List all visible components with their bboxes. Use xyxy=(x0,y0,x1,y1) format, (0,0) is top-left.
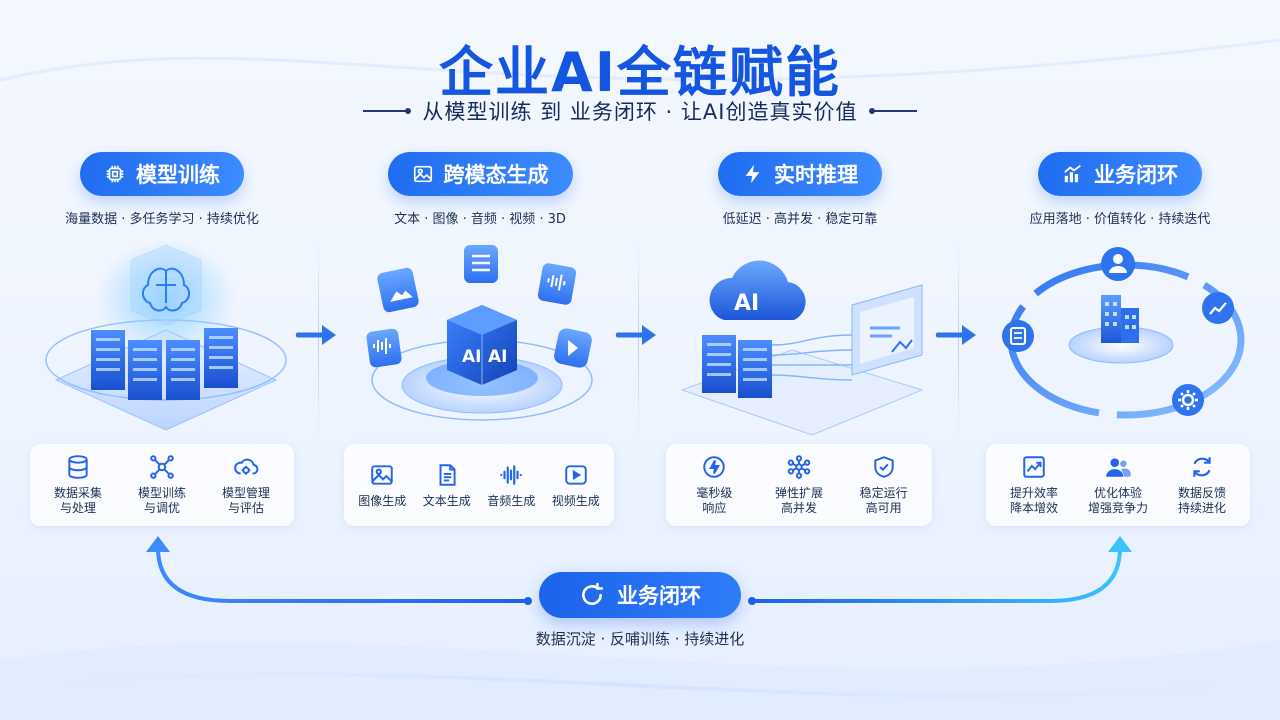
feature-label: 文本生成 xyxy=(422,493,471,508)
loop-icon xyxy=(582,582,604,606)
feature-item[interactable]: 模型管理 与评估 xyxy=(206,454,286,516)
document-icon xyxy=(439,463,456,486)
stage-business-loop: 业务闭环 应用落地 · 价值转化 · 持续迭代 xyxy=(990,152,1250,227)
feature-item[interactable]: 音频生成 xyxy=(480,462,542,509)
feature-label: 弹性扩展 高并发 xyxy=(774,486,823,515)
users-icon xyxy=(1106,458,1131,477)
feature-label: 视频生成 xyxy=(551,493,600,508)
network-nodes-icon xyxy=(150,455,174,479)
subtitle: 从模型训练 到 业务闭环 · 让AI创造真实价值 xyxy=(422,100,858,124)
feature-label: 数据反馈 持续进化 xyxy=(1177,486,1226,515)
stage-tags: 文本 · 图像 · 音频 · 视频 · 3D xyxy=(394,212,566,227)
feature-item[interactable]: 数据反馈 持续进化 xyxy=(1162,454,1242,516)
flow-arrow-right-icon xyxy=(296,325,336,345)
stage-tags: 海量数据 · 多任务学习 · 持续优化 xyxy=(65,212,259,227)
feature-label: 毫秒级 响应 xyxy=(696,486,733,515)
feature-label: 图像生成 xyxy=(358,493,407,508)
ai-cube-illustration: AI AI xyxy=(366,245,593,421)
cube-text-left: AI xyxy=(462,347,481,367)
feature-item[interactable]: 模型训练 与调优 xyxy=(122,454,202,516)
stage-cross-modal: 跨模态生成 文本 · 图像 · 音频 · 视频 · 3D xyxy=(350,152,610,227)
video-play-icon xyxy=(565,464,587,485)
waveform-icon xyxy=(500,464,523,485)
bottom-loop-pill[interactable]: 业务闭环 xyxy=(539,572,741,618)
stage-separator xyxy=(958,240,959,440)
feature-item[interactable]: 视频生成 xyxy=(545,462,607,509)
page-title: 企业AI全链赋能 xyxy=(439,41,841,104)
loop-arrow-right xyxy=(752,547,1122,603)
stage-model-training: 模型训练 海量数据 · 多任务学习 · 持续优化 xyxy=(32,152,292,227)
cloud-text: AI xyxy=(734,291,759,316)
flow-arrow-right-icon xyxy=(936,325,976,345)
feature-card-realtime-inference: 毫秒级 响应 弹性扩展 高并发 稳定运行 高可用 xyxy=(666,444,932,526)
stage-pill-business-loop[interactable]: 业务闭环 xyxy=(1038,152,1202,196)
feature-label: 模型管理 与评估 xyxy=(221,486,270,515)
feature-item[interactable]: 优化体验 增强竞争力 xyxy=(1078,454,1158,516)
shield-check-icon xyxy=(873,456,894,478)
image-icon xyxy=(413,165,432,183)
feature-label: 优化体验 增强竞争力 xyxy=(1087,486,1148,515)
feature-label: 稳定运行 高可用 xyxy=(859,486,908,515)
feature-card-business-loop: 提升效率 降本增效 优化体验 增强竞争力 数据反馈 持续进化 xyxy=(986,444,1250,526)
cloud-settings-icon xyxy=(234,458,259,475)
cube-text-right: AI xyxy=(488,347,507,367)
image-icon xyxy=(371,464,393,485)
cluster-icon xyxy=(787,455,811,479)
server-brain-illustration xyxy=(45,240,287,431)
stage-separator xyxy=(638,240,639,440)
flow-arrow-right-icon xyxy=(616,325,656,345)
stage-label: 模型训练 xyxy=(136,163,220,187)
loop-arrow-left xyxy=(156,547,528,603)
feature-item[interactable]: 弹性扩展 高并发 xyxy=(759,454,839,516)
subtitle-right-line xyxy=(869,108,918,114)
stage-pill-realtime-inference[interactable]: 实时推理 xyxy=(718,152,882,196)
stage-realtime-inference: 实时推理 低延迟 · 高并发 · 稳定可靠 xyxy=(670,152,930,227)
feature-item[interactable]: 数据采集 与处理 xyxy=(38,454,118,516)
feature-label: 模型训练 与调优 xyxy=(137,486,186,515)
database-icon xyxy=(68,455,88,479)
stage-label: 实时推理 xyxy=(774,163,858,187)
feature-item[interactable]: 文本生成 xyxy=(416,462,478,509)
feature-item[interactable]: 稳定运行 高可用 xyxy=(844,454,924,516)
feature-label: 音频生成 xyxy=(487,493,536,508)
feature-label: 提升效率 降本增效 xyxy=(1009,486,1058,515)
stage-label: 跨模态生成 xyxy=(443,163,549,187)
stage-pill-model-training[interactable]: 模型训练 xyxy=(80,152,244,196)
feature-label: 数据采集 与处理 xyxy=(53,486,102,515)
stage-separator xyxy=(318,240,319,440)
stage-tags: 低延迟 · 高并发 · 稳定可靠 xyxy=(722,212,878,227)
refresh-icon xyxy=(1193,457,1211,477)
subtitle-row: 从模型训练 到 业务闭环 · 让AI创造真实价值 xyxy=(0,96,1280,126)
feature-item[interactable]: 毫秒级 响应 xyxy=(674,454,754,516)
feature-item[interactable]: 图像生成 xyxy=(351,462,413,509)
business-cycle-illustration xyxy=(1002,247,1245,419)
lightning-icon xyxy=(745,164,760,184)
feature-card-model-training: 数据采集 与处理 模型训练 与调优 模型管理 与评估 xyxy=(30,444,294,526)
subtitle-left-line xyxy=(362,108,411,114)
speed-bolt-icon xyxy=(703,456,726,478)
trend-up-icon xyxy=(1023,456,1045,478)
bar-chart-icon xyxy=(1064,165,1081,183)
stage-pill-cross-modal[interactable]: 跨模态生成 xyxy=(387,152,573,196)
ai-cloud-inference-illustration: AI xyxy=(680,260,924,436)
feature-card-cross-modal: 图像生成 文本生成 音频生成 视频生成 xyxy=(344,444,614,526)
chip-icon xyxy=(106,165,124,183)
stage-label: 业务闭环 xyxy=(1094,163,1178,187)
stage-tags: 应用落地 · 价值转化 · 持续迭代 xyxy=(1029,212,1211,227)
bottom-tags: 数据沉淀 · 反哺训练 · 持续进化 xyxy=(535,630,745,648)
feature-item[interactable]: 提升效率 降本增效 xyxy=(994,454,1074,516)
bottom-loop-label: 业务闭环 xyxy=(617,584,701,608)
